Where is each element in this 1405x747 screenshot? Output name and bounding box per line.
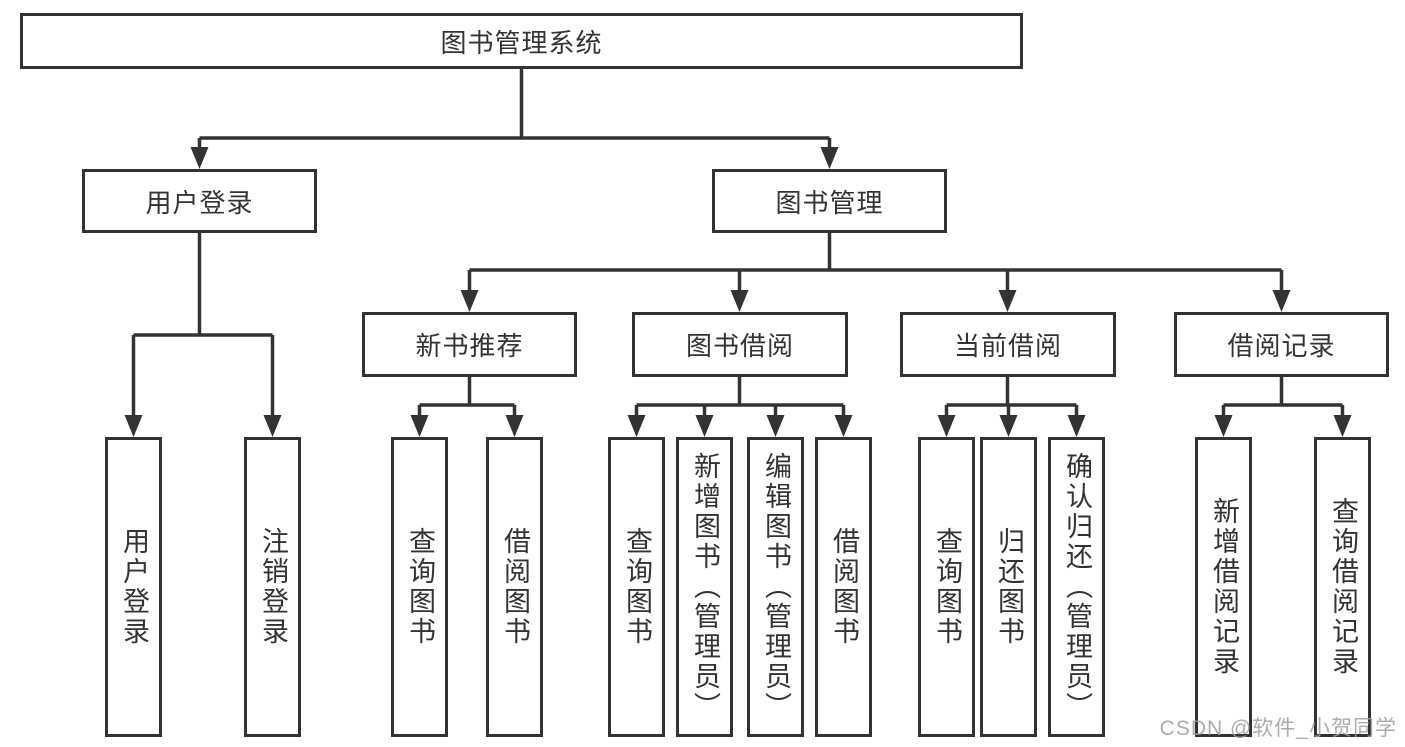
node-book-management: 图书管理 <box>712 169 947 233</box>
leaf-label: 用户登录 <box>119 527 149 647</box>
leaf-label: 归还图书 <box>994 527 1024 647</box>
leaf-label: 新增图书（管理员） <box>690 452 720 722</box>
leaf-label: 确认归还（管理员） <box>1062 452 1092 722</box>
leaf-label: 查询图书 <box>405 527 435 647</box>
leaf-query-borrow-record: 查询借阅记录 <box>1314 437 1371 737</box>
leaf-label: 查询借阅记录 <box>1328 497 1358 677</box>
leaf-return-book: 归还图书 <box>980 437 1037 737</box>
leaf-label: 新增借阅记录 <box>1209 497 1239 677</box>
leaf-query-books-3: 查询图书 <box>918 437 975 737</box>
leaf-query-books-1: 查询图书 <box>391 437 448 737</box>
leaf-label: 查询图书 <box>932 527 962 647</box>
leaf-confirm-return-admin: 确认归还（管理员） <box>1048 437 1105 737</box>
leaf-query-books-2: 查询图书 <box>608 437 665 737</box>
leaf-add-book-admin: 新增图书（管理员） <box>676 437 733 737</box>
leaf-borrow-books-1: 借阅图书 <box>486 437 543 737</box>
leaf-label: 借阅图书 <box>829 527 859 647</box>
leaf-edit-book-admin: 编辑图书（管理员） <box>747 437 804 737</box>
csdn-watermark: CSDN @软件_小贺同学 <box>1159 717 1397 740</box>
node-current-borrow: 当前借阅 <box>900 312 1116 377</box>
leaf-label: 注销登录 <box>258 527 288 647</box>
leaf-label: 借阅图书 <box>500 527 530 647</box>
leaf-add-borrow-record: 新增借阅记录 <box>1195 437 1252 737</box>
leaf-borrow-books-2: 借阅图书 <box>815 437 872 737</box>
node-borrow-records: 借阅记录 <box>1174 312 1389 377</box>
node-system-root: 图书管理系统 <box>20 13 1023 69</box>
leaf-label: 查询图书 <box>622 527 652 647</box>
node-user-login: 用户登录 <box>82 169 317 233</box>
node-new-book-recommend: 新书推荐 <box>362 312 577 377</box>
leaf-label: 编辑图书（管理员） <box>761 452 791 722</box>
leaf-user-login: 用户登录 <box>105 437 162 737</box>
node-book-borrow: 图书借阅 <box>632 312 848 377</box>
leaf-logout: 注销登录 <box>244 437 301 737</box>
